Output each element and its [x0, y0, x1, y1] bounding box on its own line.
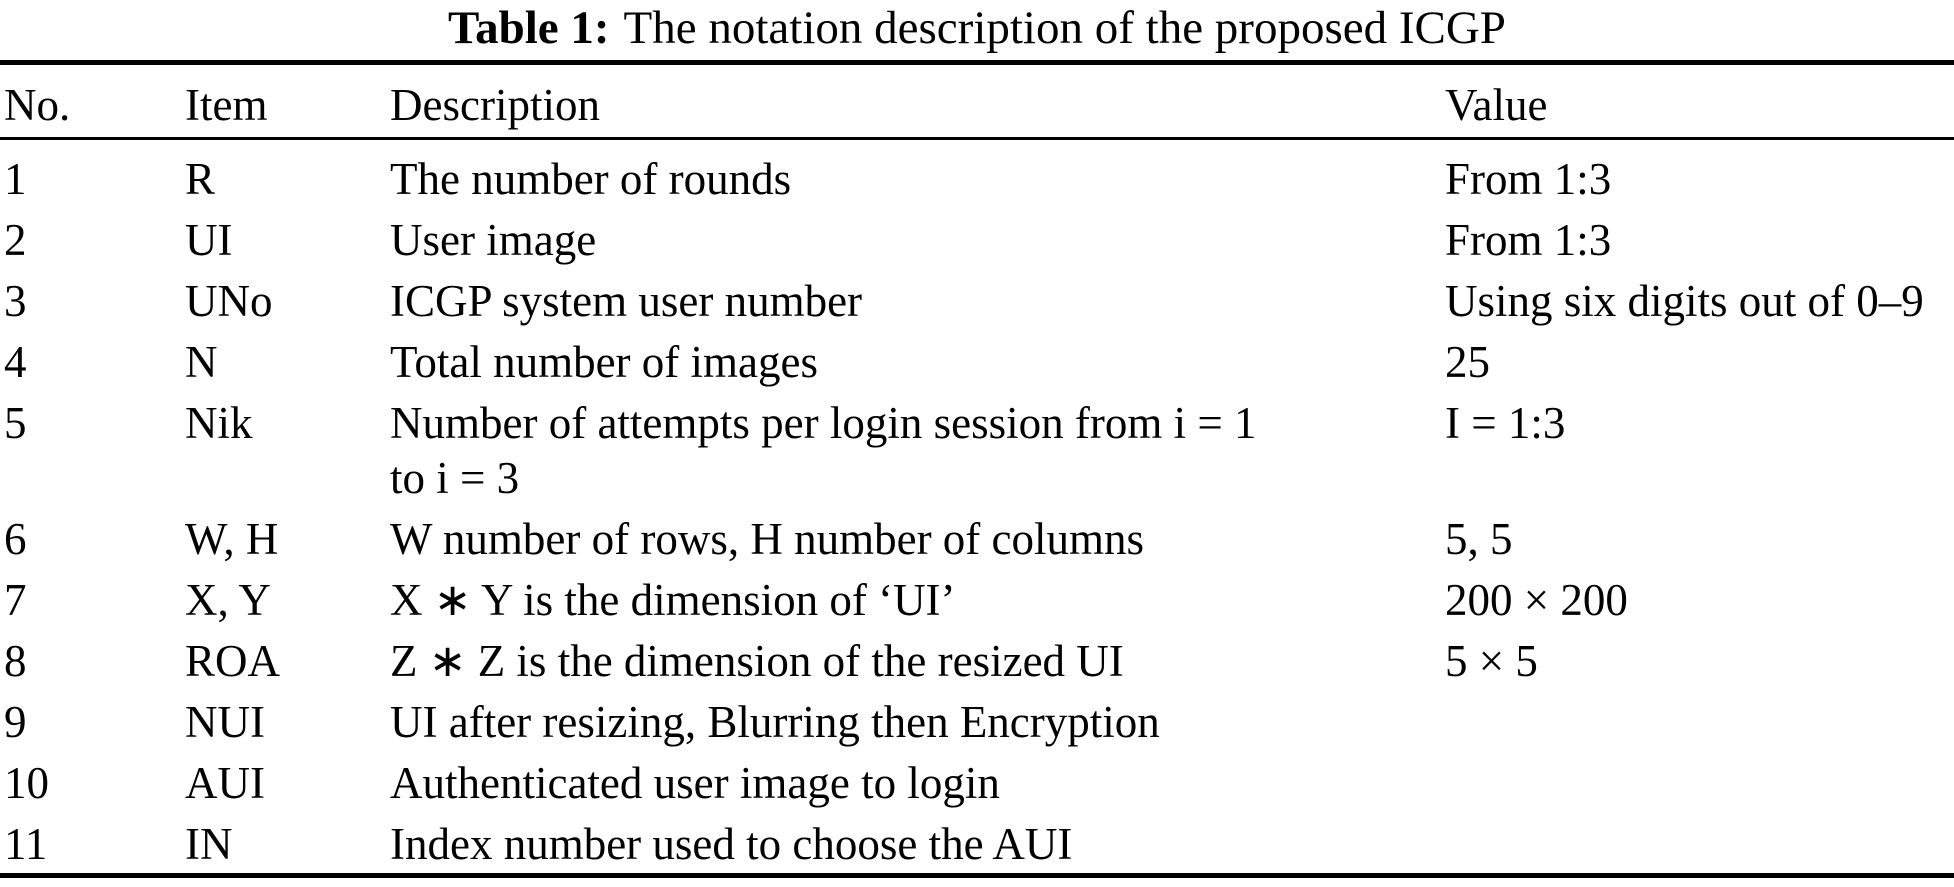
- cell-item: X, Y: [185, 575, 271, 625]
- cell-value: 25: [1445, 337, 1490, 387]
- cell-no: 9: [4, 697, 27, 747]
- cell-description: The number of rounds: [390, 154, 792, 204]
- header-description: Description: [390, 80, 600, 130]
- table-row: 10 AUI Authenticated user image to login: [0, 753, 1954, 814]
- cell-item: ROA: [185, 636, 281, 686]
- cell-no: 3: [4, 276, 27, 326]
- cell-description: Total number of images: [390, 337, 818, 387]
- cell-no: 4: [4, 337, 27, 387]
- cell-no: 7: [4, 575, 27, 625]
- cell-no: 5: [4, 398, 27, 448]
- cell-value: I = 1:3: [1445, 398, 1566, 448]
- cell-description: Number of attempts per login session fro…: [390, 398, 1257, 503]
- table-row: 7 X, Y X ∗ Y is the dimension of ‘UI’ 20…: [0, 570, 1954, 631]
- table-caption: Table 1:The notation description of the …: [0, 0, 1954, 56]
- cell-item: UI: [185, 215, 233, 265]
- cell-item: NUI: [185, 697, 265, 747]
- cell-description: UI after resizing, Blurring then Encrypt…: [390, 697, 1160, 747]
- cell-item: N: [185, 337, 218, 387]
- cell-no: 11: [4, 819, 48, 869]
- table-caption-label: Table 1:: [448, 2, 610, 54]
- table-header-rule: [0, 137, 1954, 140]
- cell-value: Using six digits out of 0–9: [1445, 276, 1924, 326]
- table-row: 11 IN Index number used to choose the AU…: [0, 814, 1954, 875]
- header-value: Value: [1445, 80, 1548, 130]
- table-body: 1 R The number of rounds From 1:3 2 UI U…: [0, 149, 1954, 875]
- cell-description: Z ∗ Z is the dimension of the resized UI: [390, 636, 1124, 686]
- table-row: 8 ROA Z ∗ Z is the dimension of the resi…: [0, 631, 1954, 692]
- cell-no: 8: [4, 636, 27, 686]
- cell-description: ICGP system user number: [390, 276, 863, 326]
- cell-item: Nik: [185, 398, 253, 448]
- cell-value: 200 × 200: [1445, 575, 1628, 625]
- table-row: 5 Nik Number of attempts per login sessi…: [0, 393, 1954, 509]
- cell-description: W number of rows, H number of columns: [390, 514, 1145, 564]
- table-header-row: No. Item Description Value: [0, 78, 1954, 133]
- header-item: Item: [185, 80, 268, 130]
- table-top-rule: [0, 60, 1954, 65]
- table-row: 1 R The number of rounds From 1:3: [0, 149, 1954, 210]
- cell-no: 6: [4, 514, 27, 564]
- cell-description: User image: [390, 215, 597, 265]
- cell-no: 10: [4, 758, 49, 808]
- table-row: 3 UNo ICGP system user number Using six …: [0, 271, 1954, 332]
- table-caption-text: The notation description of the proposed…: [623, 2, 1506, 54]
- cell-description: Index number used to choose the AUI: [390, 819, 1073, 869]
- cell-item: UNo: [185, 276, 273, 326]
- cell-item: AUI: [185, 758, 265, 808]
- table-bottom-rule: [0, 873, 1954, 878]
- header-no: No.: [4, 80, 71, 130]
- cell-value: From 1:3: [1445, 215, 1612, 265]
- cell-value: From 1:3: [1445, 154, 1612, 204]
- cell-item: W, H: [185, 514, 279, 564]
- table-row: 9 NUI UI after resizing, Blurring then E…: [0, 692, 1954, 753]
- cell-item: IN: [185, 819, 233, 869]
- cell-item: R: [185, 154, 216, 204]
- table-row: 2 UI User image From 1:3: [0, 210, 1954, 271]
- cell-description: Authenticated user image to login: [390, 758, 1000, 808]
- table-row: 6 W, H W number of rows, H number of col…: [0, 509, 1954, 570]
- table-row: 4 N Total number of images 25: [0, 332, 1954, 393]
- cell-no: 1: [4, 154, 27, 204]
- cell-no: 2: [4, 215, 27, 265]
- cell-value: 5 × 5: [1445, 636, 1538, 686]
- cell-value: 5, 5: [1445, 514, 1513, 564]
- cell-description: X ∗ Y is the dimension of ‘UI’: [390, 575, 956, 625]
